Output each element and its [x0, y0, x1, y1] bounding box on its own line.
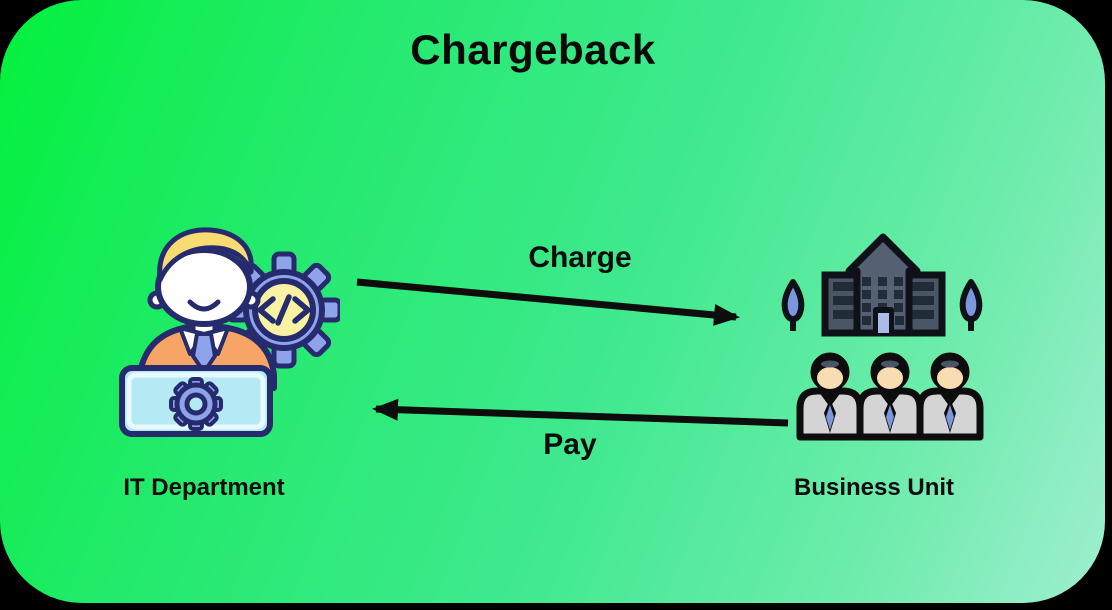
tree-icon	[781, 279, 805, 331]
hair	[157, 227, 254, 283]
team-member-icon	[860, 356, 920, 437]
charge-arrow-label: Charge	[528, 241, 632, 274]
team-member-icon	[920, 356, 980, 437]
code-brackets-icon	[257, 294, 311, 326]
building-icon	[821, 233, 946, 337]
laptop-gear-icon	[169, 377, 223, 431]
it-department-icon	[119, 227, 340, 437]
person-icon	[135, 227, 277, 391]
charge-arrow	[356, 278, 740, 326]
pay-arrow-label: Pay	[543, 428, 597, 461]
tree-icon	[963, 282, 980, 331]
smile	[187, 299, 221, 312]
it-department-label: IT Department	[123, 474, 285, 501]
pay-arrow	[372, 398, 789, 427]
business-unit-label: Business Unit	[793, 474, 955, 501]
laptop-icon	[119, 365, 273, 437]
tie	[191, 332, 217, 374]
diagram-title: Chargeback	[410, 26, 656, 73]
team-icon	[796, 352, 864, 441]
business-unit-icon	[781, 233, 986, 441]
